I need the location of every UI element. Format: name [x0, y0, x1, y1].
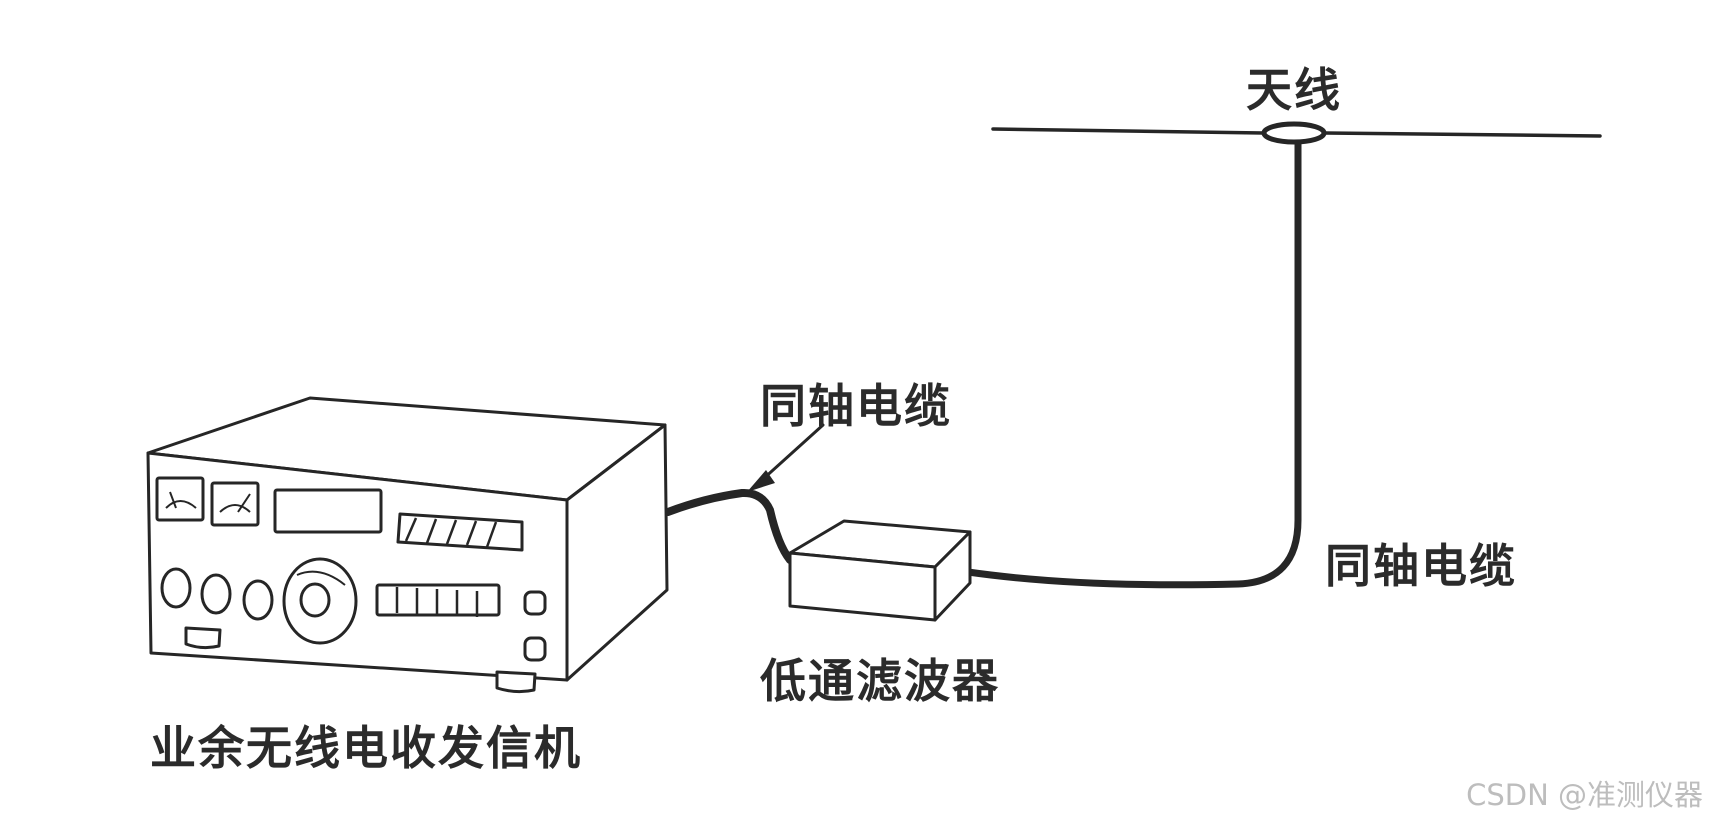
transceiver-foot-left — [184, 626, 222, 650]
tuning-dial-inner-icon — [299, 582, 331, 618]
transceiver-label: 业余无线电收发信机 — [150, 721, 582, 775]
knob-3-icon — [242, 579, 274, 621]
antenna-label: 天线 — [1246, 63, 1342, 117]
function-buttons-row — [396, 512, 524, 552]
transceiver-foot-right — [495, 670, 537, 694]
antenna-left-arm — [991, 127, 1265, 135]
transceiver-side-face — [565, 423, 669, 682]
watermark: CSDN @准测仪器 — [1466, 778, 1703, 812]
knob-1-icon — [160, 567, 192, 609]
transceiver — [146, 396, 669, 694]
coax-cable-label-upper: 同轴电缆 — [760, 379, 952, 433]
low-pass-filter-label: 低通滤波器 — [760, 654, 1000, 708]
knob-2-icon — [200, 573, 232, 615]
coax-cable-label-right: 同轴电缆 — [1325, 539, 1517, 593]
coax-cable-radio-to-filter — [664, 488, 794, 564]
low-pass-filter-box — [788, 519, 972, 622]
antenna-dipole — [991, 121, 1602, 145]
band-buttons-row — [375, 583, 501, 617]
filter-side-face — [933, 530, 972, 622]
power-meter-icon — [210, 481, 260, 527]
coax-pointer-arrow — [747, 423, 825, 492]
coax-cable-antenna-to-filter — [964, 139, 1302, 589]
signal-meter-icon — [155, 476, 205, 522]
right-button-2-icon — [523, 636, 547, 662]
antenna-feed-insulator — [1261, 121, 1327, 145]
antenna-right-arm — [1323, 131, 1602, 138]
right-button-1-icon — [523, 590, 547, 616]
frequency-display — [273, 488, 383, 534]
